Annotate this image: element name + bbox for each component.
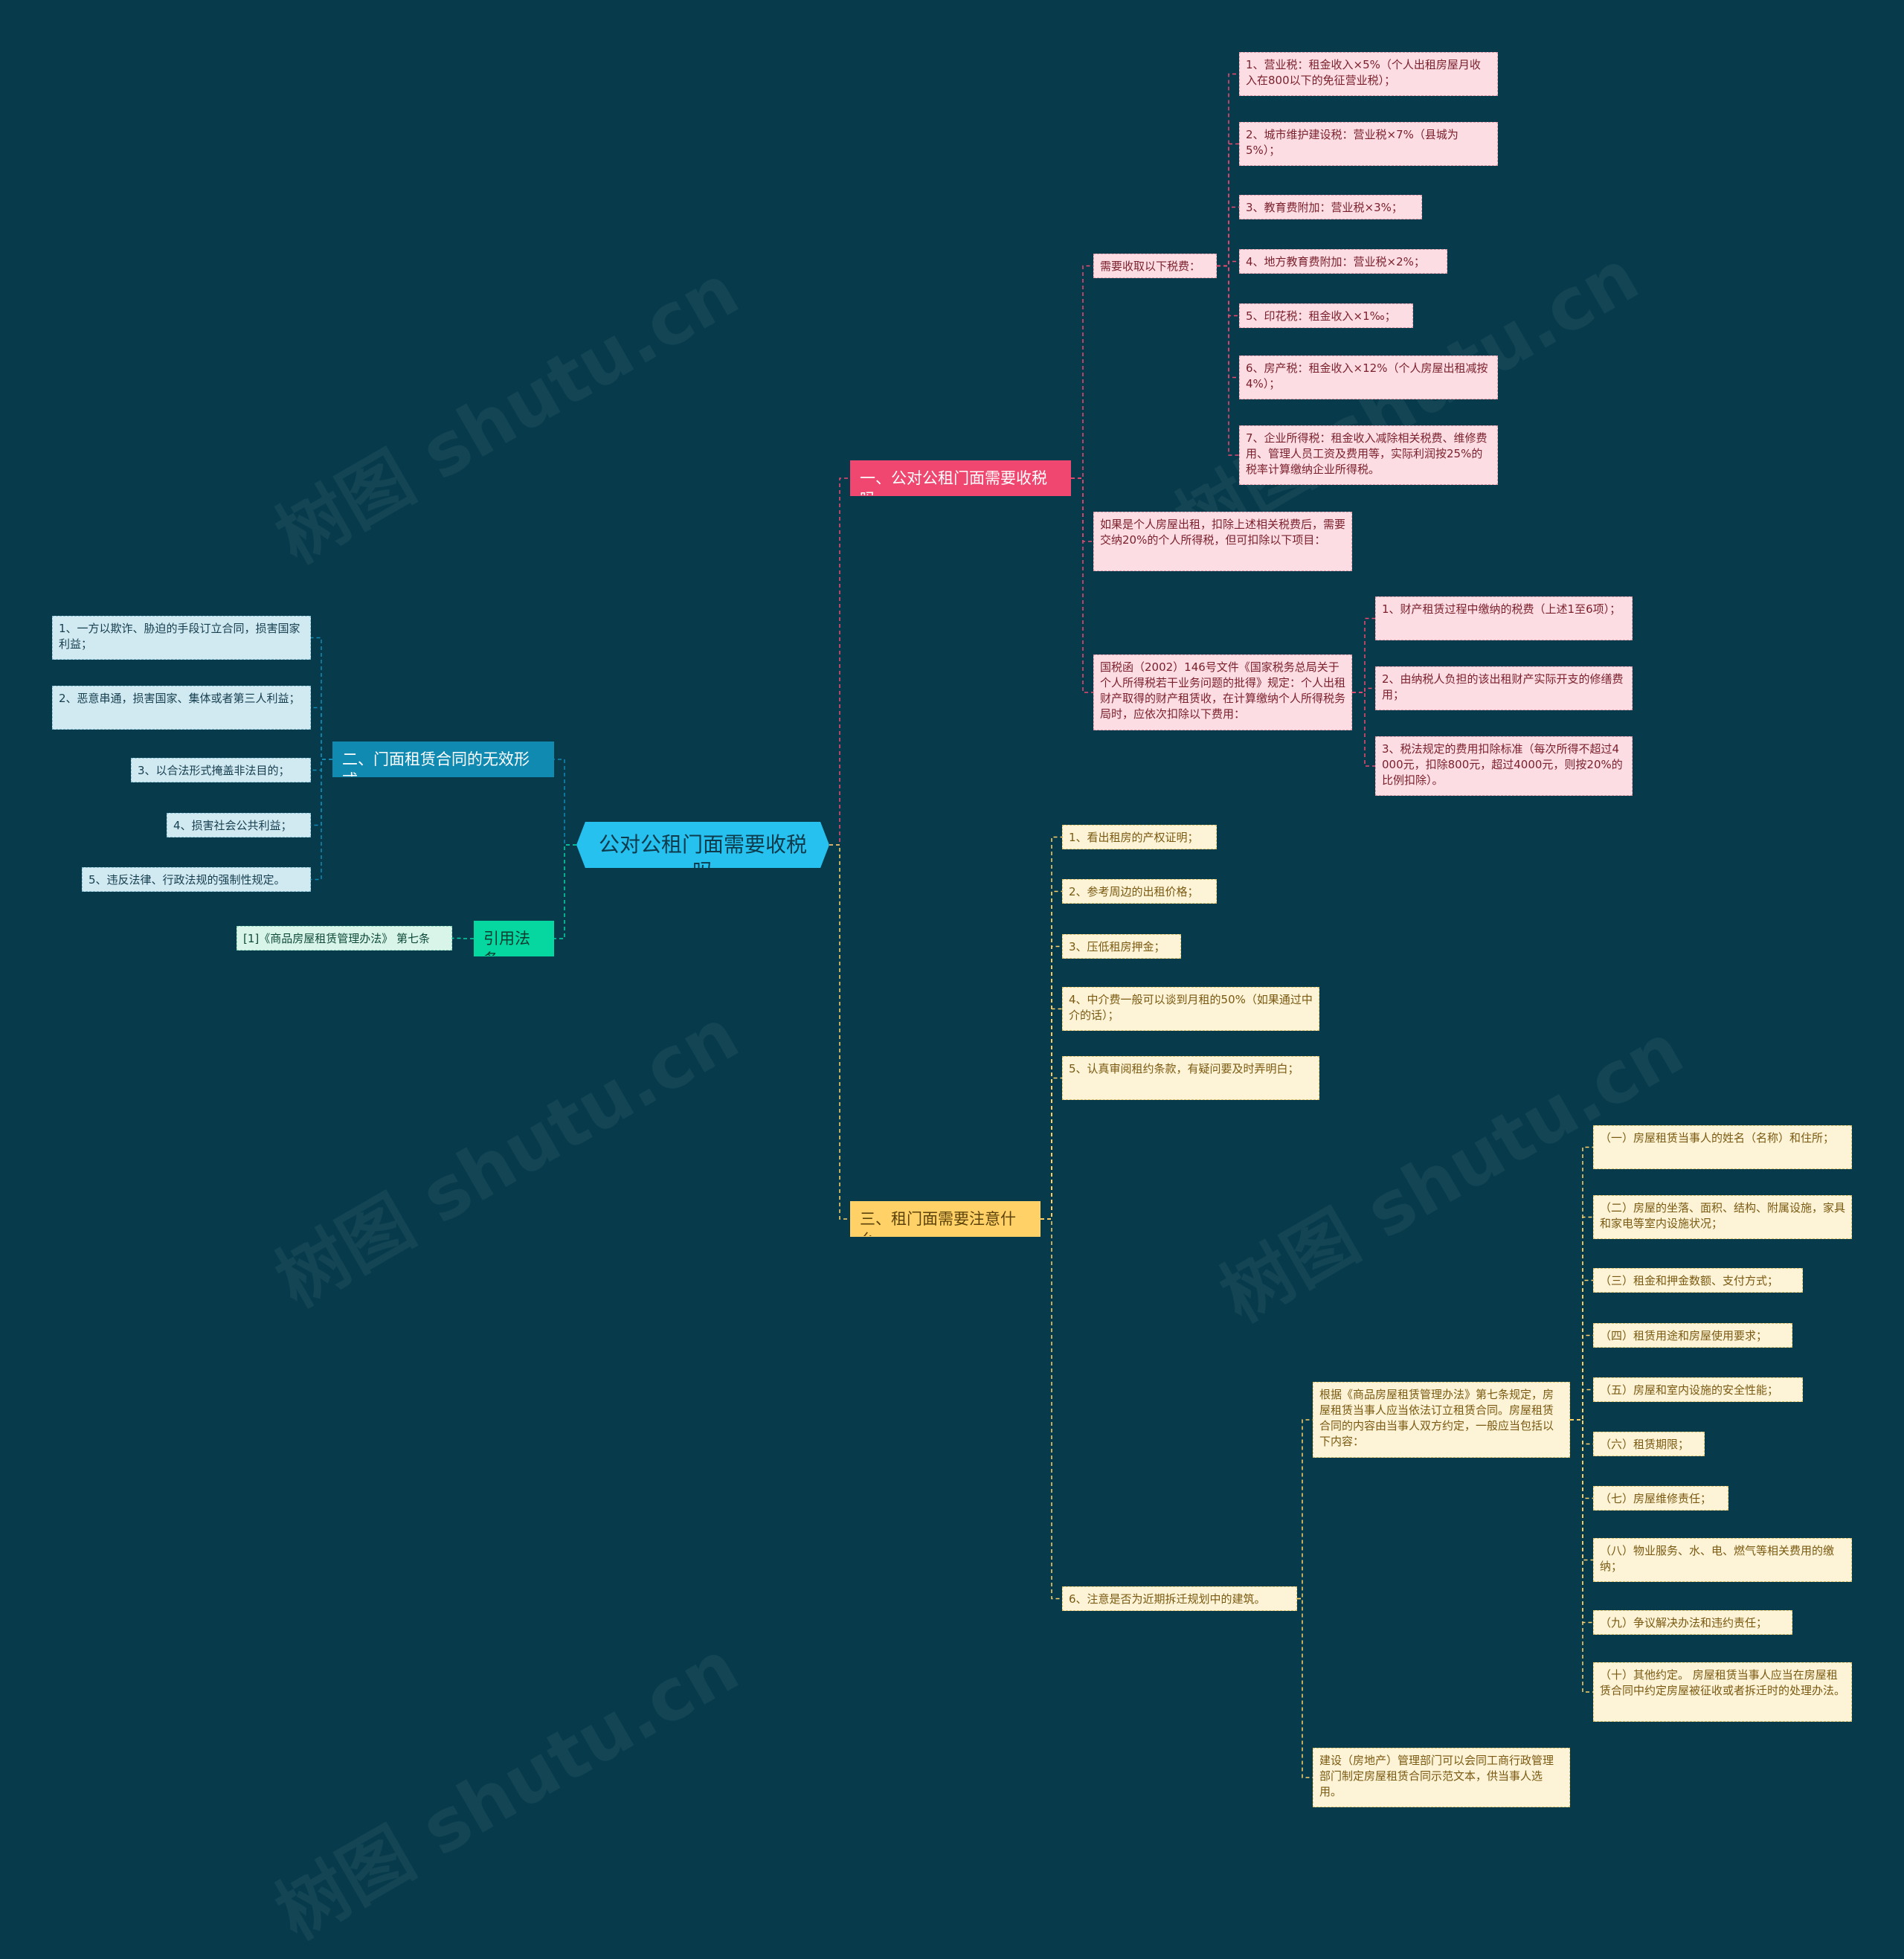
connector-line (1217, 143, 1239, 267)
connector-line (1570, 1389, 1593, 1421)
root-topic[interactable]: 公对公租门面需要收税吗 (576, 822, 829, 868)
tax-item[interactable]: 7、企业所得税：租金收入减除相关税费、维修费用、管理人员工资及费用等，实际利润按… (1239, 425, 1498, 485)
connector-line (829, 844, 850, 1220)
connector-line (1570, 1419, 1593, 1445)
invalid-item[interactable]: 3、以合法形式掩盖非法目的； (131, 758, 311, 782)
tax-item[interactable]: 4、地方教育费附加：营业税×2%； (1239, 249, 1447, 274)
connector-line (829, 477, 850, 846)
tax-item[interactable]: 3、教育费附加：营业税×3%； (1239, 195, 1422, 219)
connector-line (311, 759, 332, 826)
connector-line (1071, 477, 1093, 542)
contract-item[interactable]: （十）其他约定。 房屋租赁当事人应当在房屋租赁合同中约定房屋被征收或者拆迁时的处… (1593, 1662, 1852, 1722)
connector-line (1570, 1419, 1593, 1693)
branch-tax-question[interactable]: 一、公对公租门面需要收税吗 (850, 460, 1071, 496)
connector-line (1217, 265, 1239, 379)
connector-line (1071, 265, 1093, 479)
sample-contract-note[interactable]: 建设（房地产）管理部门可以会同工商行政管理部门制定房屋租赁合同示范文本，供当事人… (1313, 1748, 1570, 1807)
tax-item[interactable]: 2、城市维护建设税：营业税×7%（县城为5%）； (1239, 122, 1498, 166)
cited-law-item[interactable]: [1]《商品房屋租赁管理办法》 第七条 (237, 926, 452, 950)
connector-lines (311, 73, 1593, 1778)
deduction-item[interactable]: 3、税法规定的费用扣除标准（每次所得不超过4000元，扣除800元，超过4000… (1375, 736, 1633, 796)
contract-item[interactable]: （三）租金和押金数额、支付方式； (1593, 1268, 1803, 1293)
connector-line (1041, 1077, 1062, 1220)
contract-item[interactable]: （二）房屋的坐落、面积、结构、附属设施，家具和家电等室内设施状况； (1593, 1195, 1852, 1239)
contract-item[interactable]: （九）争议解决办法和违约责任； (1593, 1610, 1792, 1635)
tip-item[interactable]: 6、注意是否为近期拆迁规划中的建筑。 (1062, 1586, 1297, 1611)
connector-line (1217, 206, 1239, 267)
connector-line (1217, 260, 1239, 267)
connector-line (554, 759, 576, 846)
connector-line (1217, 265, 1239, 317)
regulation-note[interactable]: 根据《商品房屋租赁管理办法》第七条规定，房屋租赁当事人应当依法订立租赁合同。房屋… (1313, 1382, 1570, 1458)
contract-item[interactable]: （八）物业服务、水、电、燃气等相关费用的缴纳； (1593, 1538, 1852, 1582)
invalid-item[interactable]: 4、损害社会公共利益； (167, 813, 311, 837)
tax-item[interactable]: 5、印花税：租金收入×1‰； (1239, 303, 1413, 328)
connector-line (1570, 1419, 1593, 1499)
tip-item[interactable]: 2、参考周边的出租价格； (1062, 879, 1217, 904)
connector-line (1297, 1419, 1313, 1600)
connector-line (1297, 1598, 1313, 1778)
connector-line (311, 707, 332, 760)
connector-line (1352, 617, 1375, 693)
connector-line (1217, 265, 1239, 456)
tip-item[interactable]: 4、中介费一般可以谈到月租的50%（如果通过中介的话）； (1062, 987, 1319, 1031)
connector-line (1570, 1279, 1593, 1421)
deduction-item[interactable]: 1、财产租赁过程中缴纳的税费（上述1至6项）； (1375, 596, 1633, 640)
connector-line (1071, 477, 1093, 693)
connector-line (1570, 1419, 1593, 1624)
tax-notice-document[interactable]: 国税函（2002）146号文件《国家税务总局关于个人所得税若干业务问题的批得》规… (1093, 654, 1352, 730)
invalid-item[interactable]: 1、一方以欺诈、胁迫的手段订立合同，损害国家利益； (52, 616, 311, 660)
connector-line (554, 844, 576, 939)
tax-item[interactable]: 1、营业税：租金收入×5%（个人出租房屋月收入在800以下的免征营业税）； (1239, 52, 1498, 96)
connector-line (1352, 692, 1375, 767)
connector-line (1570, 1419, 1593, 1561)
contract-item[interactable]: （六）租赁期限； (1593, 1432, 1705, 1456)
branch-invalid-contract[interactable]: 二、门面租赁合同的无效形式 (332, 742, 554, 777)
tip-item[interactable]: 5、认真审阅租约条款，有疑问要及时弄明白； (1062, 1056, 1319, 1100)
connector-line (1217, 73, 1239, 267)
branch-rental-tips[interactable]: 三、租门面需要注意什么 (850, 1201, 1041, 1237)
connector-line (1041, 1218, 1062, 1600)
deduction-item[interactable]: 2、由纳税人负担的该出租财产实际开支的修缮费用； (1375, 666, 1633, 710)
connector-line (1352, 687, 1375, 693)
tip-item[interactable]: 1、看出租房的产权证明； (1062, 825, 1217, 849)
branch-cited-law[interactable]: 引用法条 (474, 921, 554, 956)
tip-item[interactable]: 3、压低租房押金； (1062, 934, 1181, 959)
invalid-item[interactable]: 2、恶意串通，损害国家、集体或者第三人利益； (52, 686, 311, 730)
contract-item[interactable]: （四）租赁用途和房屋使用要求； (1593, 1323, 1792, 1348)
taxes-label[interactable]: 需要收取以下税费： (1093, 254, 1217, 278)
contract-item[interactable]: （五）房屋和室内设施的安全性能； (1593, 1377, 1803, 1402)
invalid-item[interactable]: 5、违反法律、行政法规的强制性规定。 (82, 867, 311, 892)
connector-line (1570, 1334, 1593, 1421)
personal-tax-note[interactable]: 如果是个人房屋出租，扣除上述相关税费后，需要交纳20%的个人所得税，但可扣除以下… (1093, 512, 1352, 571)
connector-line (311, 759, 332, 881)
contract-item[interactable]: （七）房屋维修责任； (1593, 1486, 1728, 1511)
connector-line (1570, 1146, 1593, 1421)
contract-item[interactable]: （一）房屋租赁当事人的姓名（名称）和住所； (1593, 1125, 1852, 1169)
tax-item[interactable]: 6、房产税：租金收入×12%（个人房屋出租减按4%）； (1239, 356, 1498, 399)
